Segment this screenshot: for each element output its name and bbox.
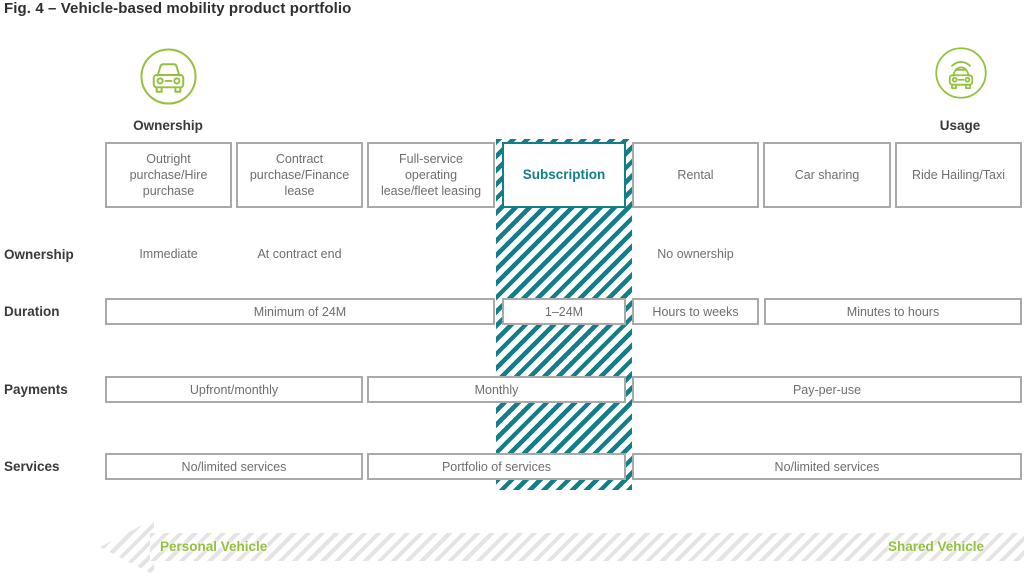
ownership-cell-contract-end: At contract end xyxy=(257,247,342,261)
payments-box-monthly: Monthly xyxy=(367,376,626,403)
payments-box-pay-per-use: Pay-per-use xyxy=(632,376,1022,403)
product-box-contract-purchase: Contract purchase/Finance lease xyxy=(236,142,363,208)
duration-box-hours-weeks: Hours to weeks xyxy=(632,298,759,325)
usage-anchor-label: Usage xyxy=(939,118,981,133)
duration-box-minutes-hours: Minutes to hours xyxy=(764,298,1022,325)
duration-box-min-24m: Minimum of 24M xyxy=(105,298,495,325)
shared-vehicle-label: Shared Vehicle xyxy=(888,539,985,554)
car-front-icon xyxy=(139,47,198,106)
row-label-services: Services xyxy=(4,459,60,474)
product-box-ride-hailing: Ride Hailing/Taxi xyxy=(895,142,1022,208)
services-box-no-limited-left: No/limited services xyxy=(105,453,363,480)
product-box-full-service-lease: Full-service operating lease/fleet leasi… xyxy=(367,142,495,208)
row-label-payments: Payments xyxy=(4,382,68,397)
ownership-anchor-label: Ownership xyxy=(133,118,203,133)
services-box-no-limited-right: No/limited services xyxy=(632,453,1022,480)
ownership-cell-immediate: Immediate xyxy=(139,247,198,261)
duration-box-1-24m: 1–24M xyxy=(502,298,626,325)
product-box-car-sharing: Car sharing xyxy=(763,142,891,208)
product-box-rental: Rental xyxy=(632,142,759,208)
product-box-subscription: Subscription xyxy=(502,142,626,208)
connected-car-icon xyxy=(934,46,988,100)
ownership-cell-no-ownership: No ownership xyxy=(657,247,734,261)
payments-box-upfront-monthly: Upfront/monthly xyxy=(105,376,363,403)
services-box-portfolio: Portfolio of services xyxy=(367,453,626,480)
figure-title: Fig. 4 – Vehicle-based mobility product … xyxy=(4,0,352,17)
personal-vehicle-label: Personal Vehicle xyxy=(160,539,268,554)
row-label-duration: Duration xyxy=(4,304,60,319)
spectrum-arrow xyxy=(150,533,1024,561)
product-box-outright-purchase: Outright purchase/Hire purchase xyxy=(105,142,232,208)
row-label-ownership: Ownership xyxy=(4,247,74,262)
arrow-left-head xyxy=(100,519,154,575)
